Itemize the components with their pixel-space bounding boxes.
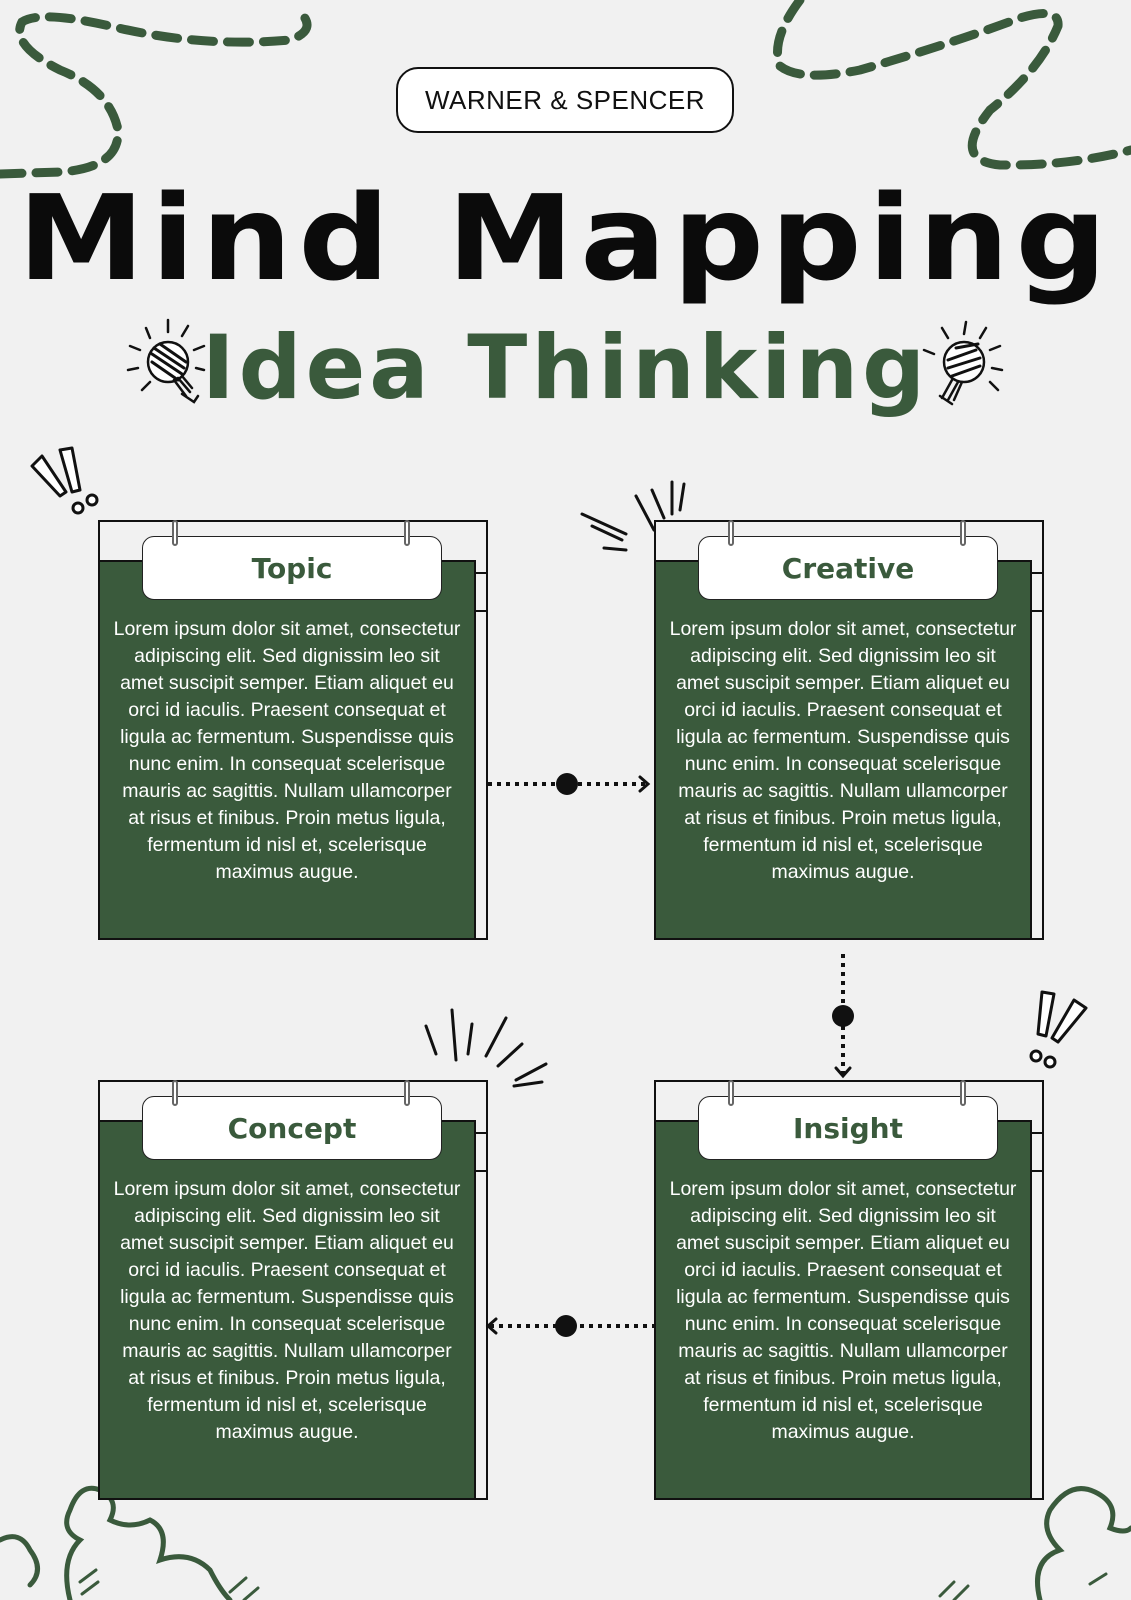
- card-concept: Concept Lorem ipsum dolor sit amet, cons…: [98, 1080, 488, 1512]
- brand-name: WARNER & SPENCER: [424, 84, 706, 115]
- card-panel: [654, 560, 1032, 940]
- card-body-text: Lorem ipsum dolor sit amet, consectetur …: [669, 618, 1017, 883]
- card-side-tab: [1032, 1132, 1044, 1172]
- card-label-text: Concept: [227, 1111, 357, 1145]
- card-side-tab: [476, 572, 488, 612]
- card-body-text: Lorem ipsum dolor sit amet, consectetur …: [113, 1178, 461, 1443]
- card-side-tab: [476, 1132, 488, 1172]
- binder-ring: [404, 1080, 410, 1106]
- card-label-text: Insight: [793, 1111, 903, 1145]
- lightbulb-icon: [922, 320, 1004, 406]
- card-label-text: Topic: [251, 551, 333, 585]
- card-panel: [98, 1120, 476, 1500]
- card-panel: [98, 560, 476, 940]
- card-insight: Insight Lorem ipsum dolor sit amet, cons…: [654, 1080, 1044, 1512]
- burst-lines-icon: [424, 1008, 548, 1088]
- card-topic: Topic Lorem ipsum dolor sit amet, consec…: [98, 520, 488, 952]
- binder-ring: [172, 520, 178, 546]
- binder-ring: [172, 1080, 178, 1106]
- card-label: Topic: [142, 536, 442, 600]
- card-label: Concept: [142, 1096, 442, 1160]
- brand-pill: WARNER & SPENCER: [396, 67, 734, 133]
- card-label: Insight: [698, 1096, 998, 1160]
- page-title: Mind Mapping: [17, 169, 1114, 307]
- exclamation-icon: [30, 446, 99, 515]
- card-body-text: Lorem ipsum dolor sit amet, consectetur …: [113, 618, 461, 883]
- squiggle-bottom-left: [0, 1485, 260, 1600]
- binder-ring: [728, 520, 734, 546]
- dashed-doodle-top-right: [773, 0, 1131, 170]
- lightbulb-icon: [126, 318, 206, 404]
- squiggle-bottom-right: [938, 1486, 1131, 1600]
- card-creative: Creative Lorem ipsum dolor sit amet, con…: [654, 520, 1044, 952]
- binder-ring: [960, 1080, 966, 1106]
- binder-ring: [728, 1080, 734, 1106]
- connector-creative-to-insight: [832, 954, 854, 1079]
- connector-topic-to-creative: [488, 773, 651, 795]
- page-subtitle: Idea Thinking: [201, 316, 930, 419]
- card-side-tab: [1032, 572, 1044, 612]
- card-body-text: Lorem ipsum dolor sit amet, consectetur …: [669, 1178, 1017, 1443]
- card-label-text: Creative: [781, 551, 915, 585]
- dashed-doodle-top-left: [0, 7, 312, 179]
- binder-ring: [960, 520, 966, 546]
- card-label: Creative: [698, 536, 998, 600]
- card-panel: [654, 1120, 1032, 1500]
- exclamation-icon: [1029, 990, 1088, 1069]
- burst-lines-icon: [580, 480, 686, 552]
- binder-ring: [404, 520, 410, 546]
- connector-insight-to-concept: [485, 1315, 654, 1337]
